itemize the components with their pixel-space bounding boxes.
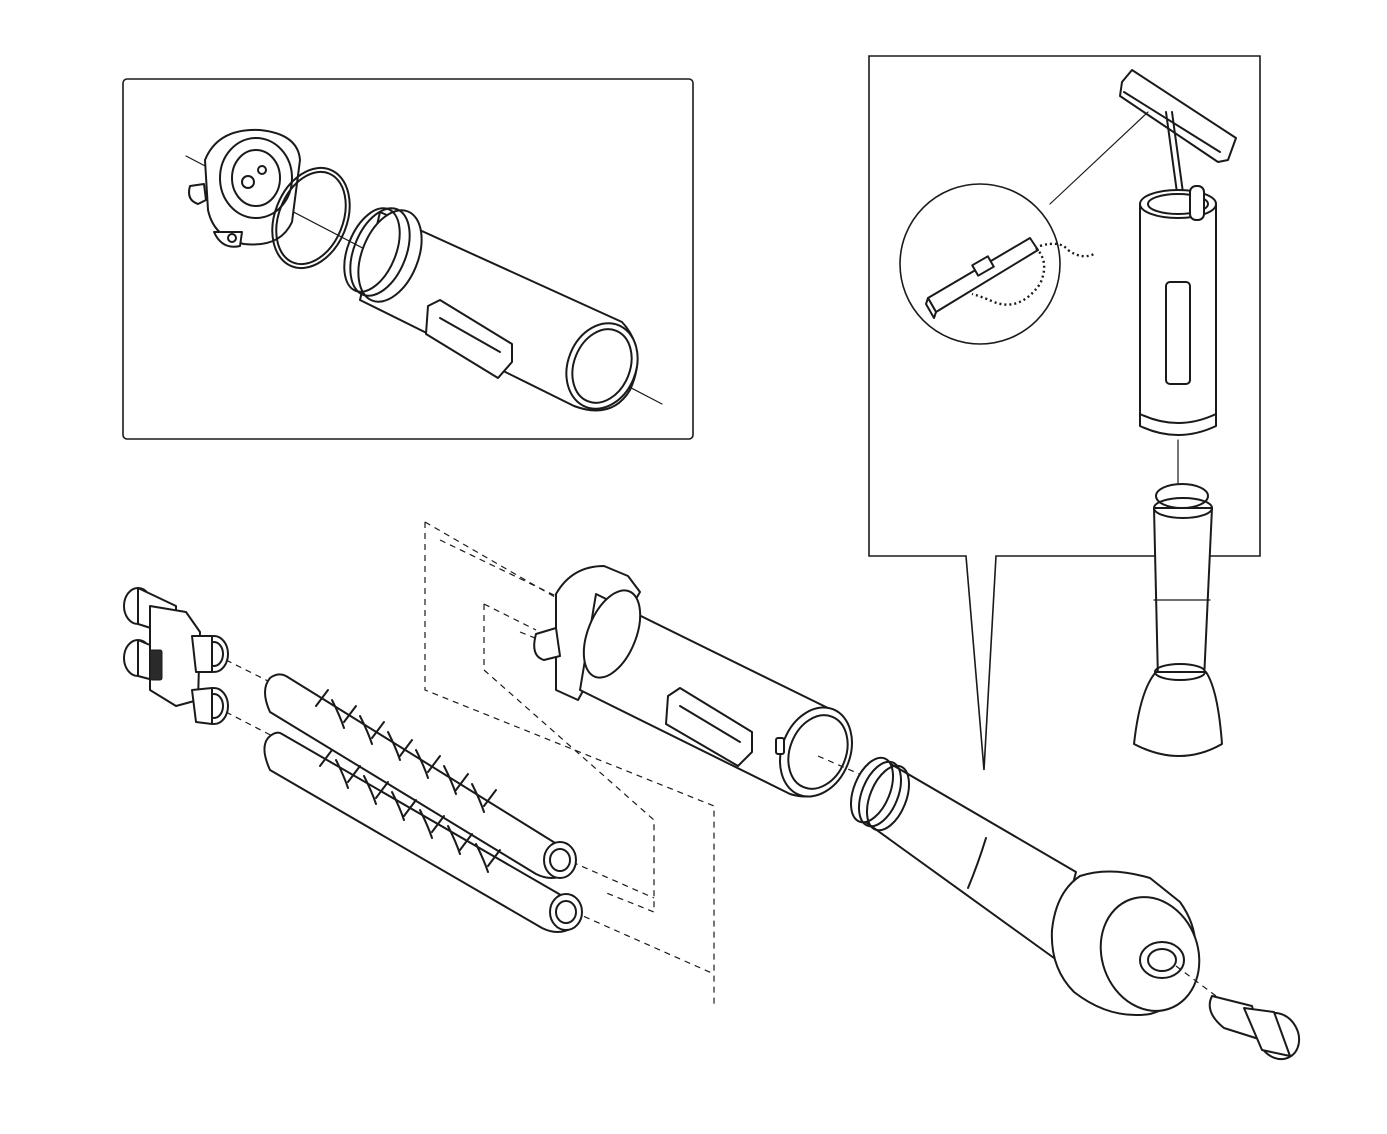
tube-with-spring-upper bbox=[264, 673, 577, 879]
cleaning-tool-with-chain bbox=[925, 237, 1095, 319]
tube-with-spring-lower bbox=[263, 731, 583, 933]
callout-leader-line bbox=[1049, 111, 1149, 205]
end-plug bbox=[1208, 995, 1301, 1061]
intake-float bbox=[850, 756, 1201, 1017]
dashed-outline-inner-top bbox=[483, 603, 537, 631]
pump-base bbox=[1133, 483, 1223, 757]
dashed-outline-inner bbox=[483, 604, 655, 913]
pump-handle bbox=[1119, 69, 1237, 201]
main-assembly bbox=[123, 521, 1301, 1061]
filter-body bbox=[533, 565, 853, 798]
cleaning-tool-detail bbox=[899, 111, 1149, 345]
connector-line-3 bbox=[571, 861, 655, 899]
connector-line-4 bbox=[573, 911, 715, 975]
cartridge-housing-detail bbox=[122, 78, 694, 440]
o-ring bbox=[271, 166, 351, 270]
housing-tube bbox=[343, 207, 639, 412]
pump-assembly-detail bbox=[868, 55, 1261, 771]
manifold-block bbox=[123, 587, 229, 725]
connector-line-6 bbox=[439, 539, 557, 597]
connector-line-7 bbox=[817, 755, 865, 777]
dashed-outline-outer-top bbox=[424, 521, 561, 601]
end-cap bbox=[188, 128, 301, 248]
connector-line-8 bbox=[1175, 965, 1217, 997]
pump-cylinder bbox=[1139, 185, 1217, 491]
dashed-outline-outer bbox=[424, 522, 715, 1004]
